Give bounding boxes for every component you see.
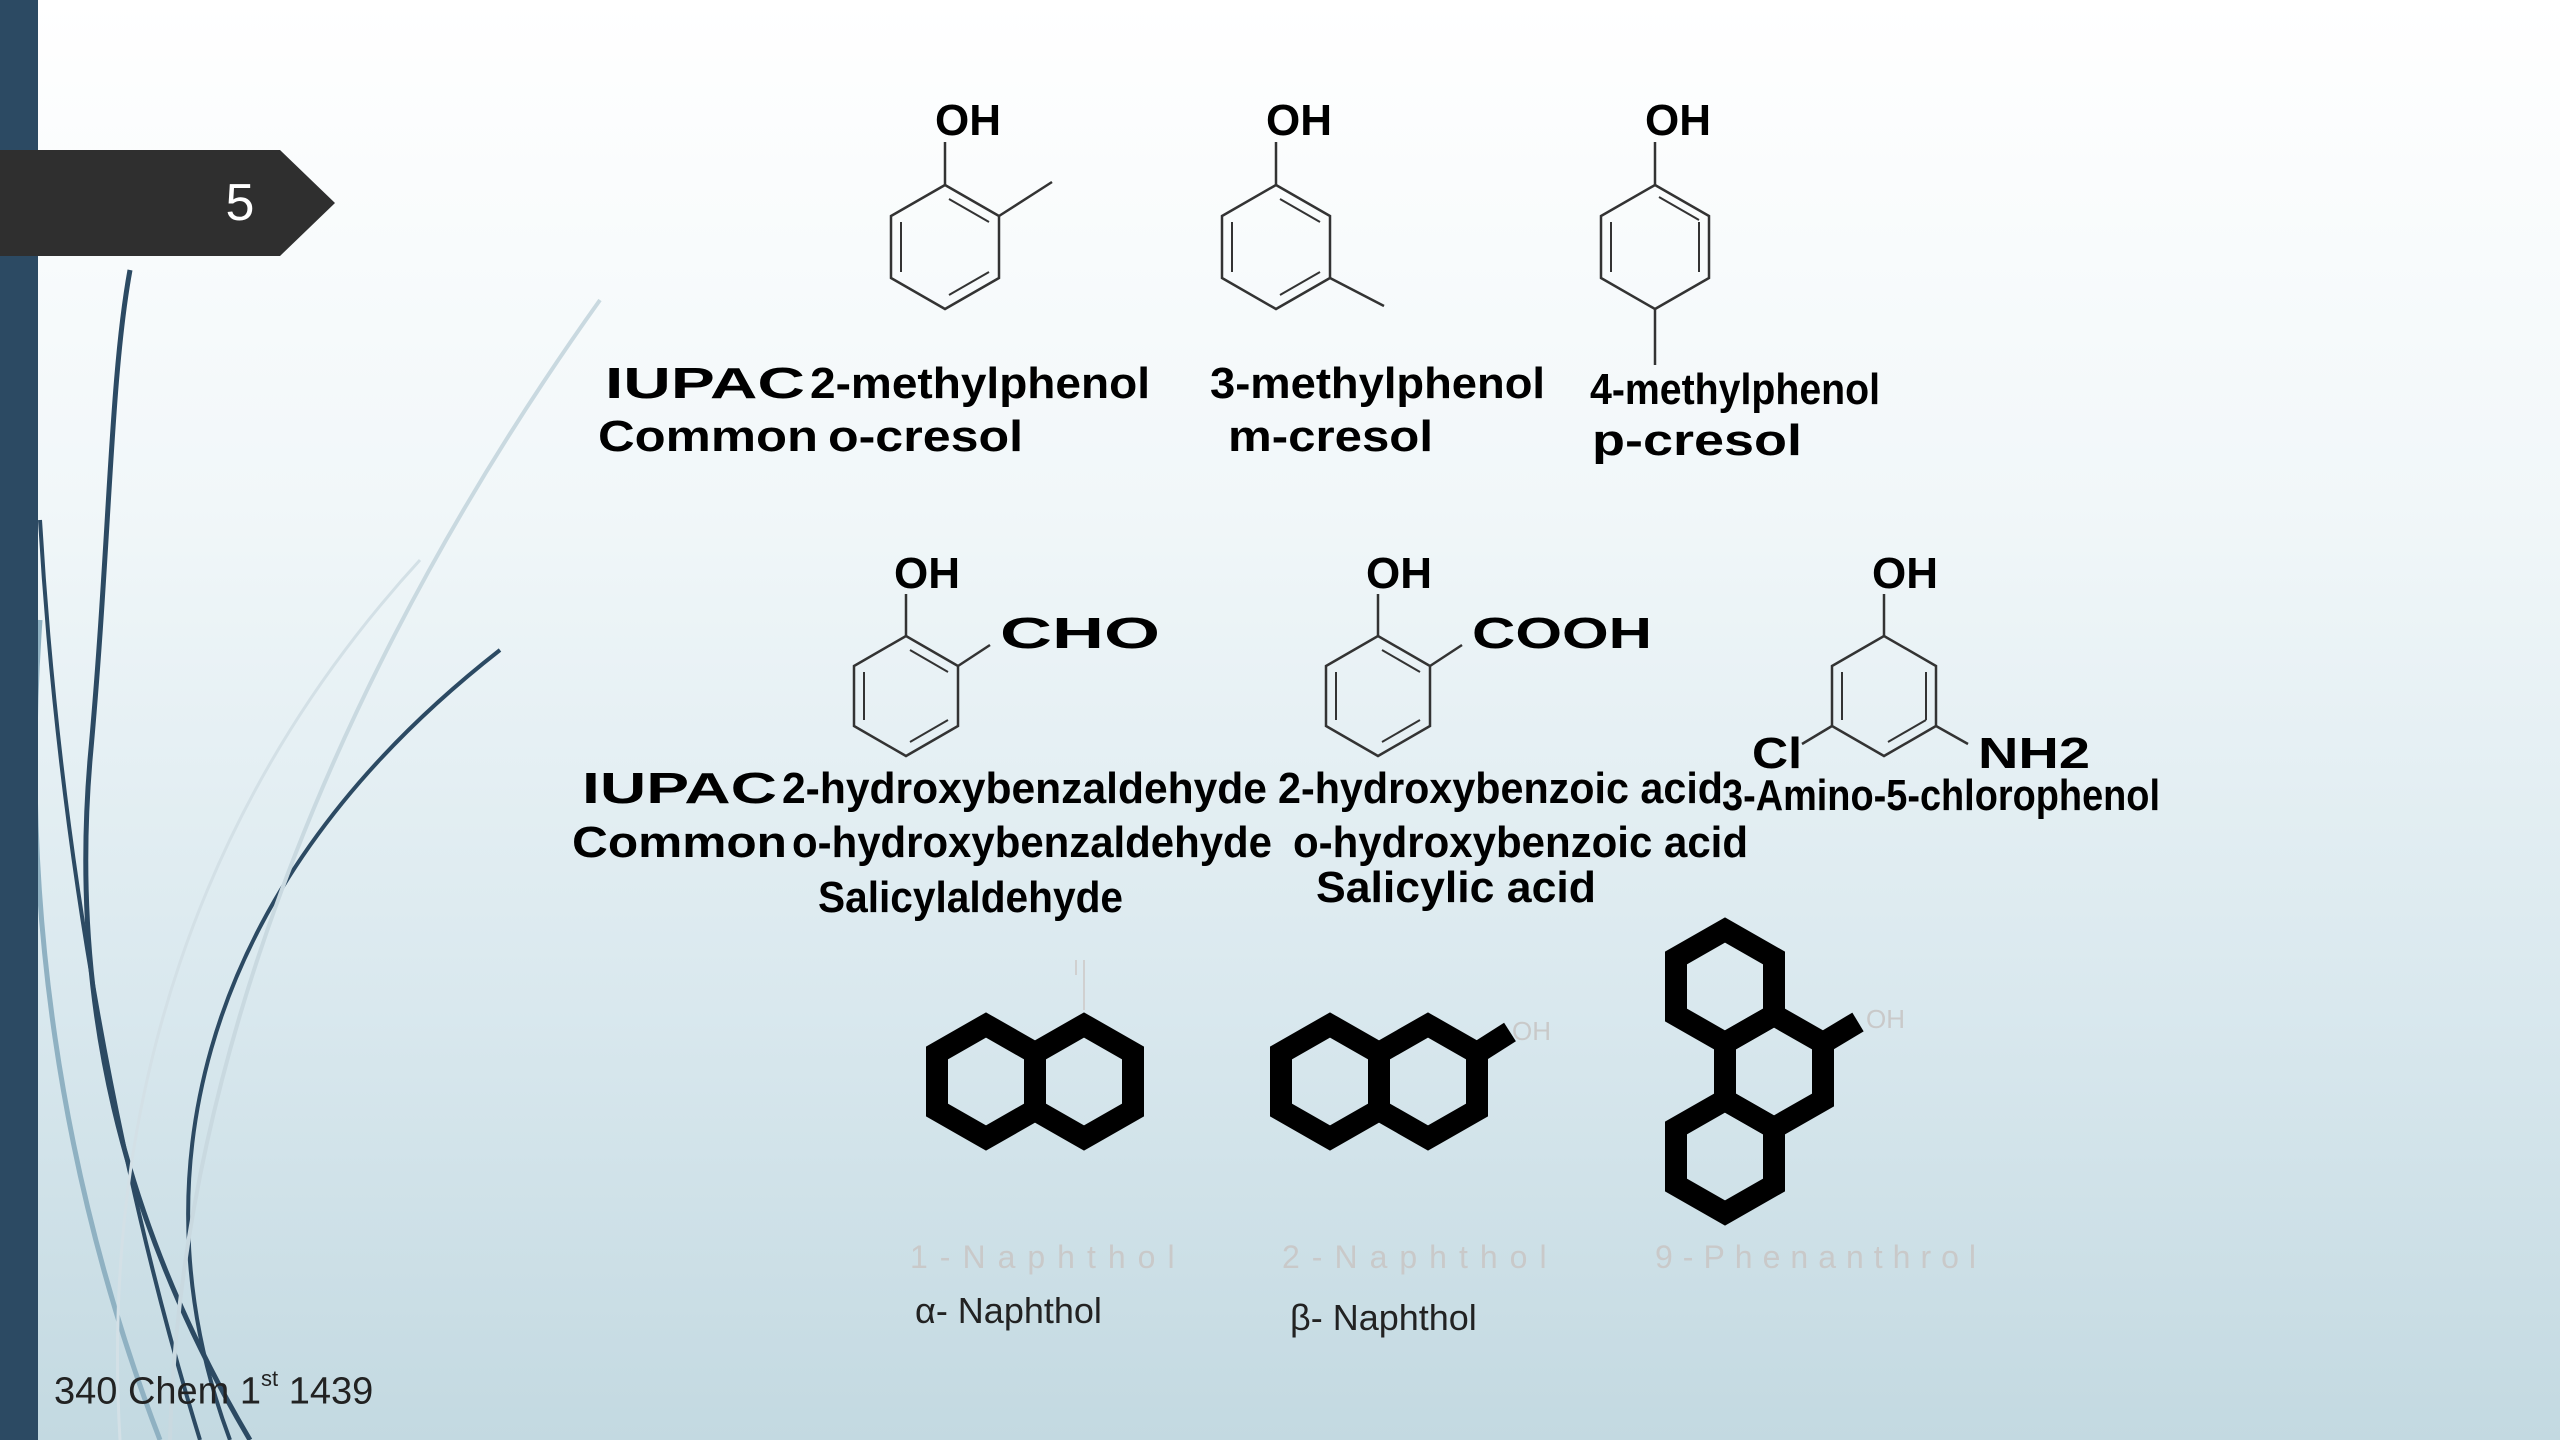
alpha-naphthol-label: α- Naphthol	[915, 1290, 1102, 1331]
faint-name-1-naphthol: 1-Naphthol	[910, 1239, 1187, 1275]
structure-9-phenanthrol	[1665, 917, 1864, 1226]
beta-naphthol-label: β- Naphthol	[1290, 1297, 1477, 1338]
faint-name-2-naphthol: 2-Naphthol	[1282, 1239, 1559, 1275]
structure-p-cresol	[1599, 142, 1711, 365]
structure-salicylaldehyde	[852, 594, 991, 758]
common-name-o-cresol: o-cresol	[828, 412, 1023, 461]
faint-name-9-phenanthrol: 9-Phenanthrol	[1655, 1239, 1986, 1275]
swoosh-line	[186, 648, 502, 1440]
oh-label: OH	[1512, 1016, 1551, 1046]
footer-superscript: st	[261, 1366, 279, 1391]
structure-2-naphthol	[1270, 1012, 1516, 1151]
structure-m-cresol	[1220, 142, 1385, 311]
oh-label: OH	[1266, 96, 1332, 145]
iupac-label: IUPAC	[605, 359, 805, 408]
oh-label: OH	[1872, 549, 1938, 598]
iupac-name-salicylic-acid: 2-hydroxybenzoic acid	[1278, 764, 1723, 813]
cooh-label: COOH	[1472, 609, 1652, 658]
swoosh-line	[38, 519, 202, 1440]
iupac-name-p-cresol: 4-methylphenol	[1590, 365, 1880, 414]
iupac-name-salicylaldehyde: 2-hydroxybenzaldehyde	[782, 764, 1267, 813]
common-name-p-cresol: p-cresol	[1592, 416, 1802, 465]
structure-1-naphthol	[926, 1012, 1144, 1151]
swoosh-line	[116, 558, 422, 1440]
oh-label: OH	[1866, 1004, 1905, 1034]
common-label: Common	[598, 412, 818, 461]
slide-number-badge	[0, 150, 335, 256]
oh-label: OH	[1645, 96, 1711, 145]
common-label: Common	[572, 818, 787, 867]
trivial-name-salicylaldehyde: Salicylaldehyde	[818, 873, 1123, 922]
footer-year: 1439	[288, 1370, 374, 1413]
swoosh-line	[168, 298, 602, 1440]
swoosh-line	[83, 269, 253, 1440]
structure-salicylic-acid	[1324, 594, 1463, 758]
iupac-label: IUPAC	[582, 764, 777, 813]
oh-label: OH	[894, 549, 960, 598]
oh-label: OH	[1366, 549, 1432, 598]
common-name-m-cresol: m-cresol	[1228, 412, 1433, 461]
common-name-salicylic-acid: o-hydroxybenzoic acid	[1293, 818, 1748, 867]
footer-course: 340 Chem	[54, 1370, 230, 1413]
trivial-name-salicylic-acid: Salicylic acid	[1316, 863, 1596, 912]
iupac-name-m-cresol: 3-methylphenol	[1210, 359, 1545, 408]
structure-amino-chlorophenol	[1801, 594, 1969, 758]
slide-number: 5	[225, 174, 255, 232]
footer-text: 340 Chem 1st 1439	[54, 1366, 374, 1414]
cl-label: Cl	[1752, 729, 1802, 778]
nh2-label: NH2	[1978, 729, 2090, 778]
iupac-name-o-cresol: 2-methylphenol	[810, 359, 1150, 408]
common-name-salicylaldehyde: o-hydroxybenzaldehyde	[792, 818, 1272, 867]
oh-label: OH	[935, 96, 1001, 145]
iupac-name-amino-chlorophenol: 3-Amino-5-chlorophenol	[1722, 771, 2160, 820]
structure-o-cresol	[889, 142, 1053, 311]
footer-term: 1	[239, 1370, 262, 1413]
cho-label: CHO	[1000, 609, 1160, 658]
